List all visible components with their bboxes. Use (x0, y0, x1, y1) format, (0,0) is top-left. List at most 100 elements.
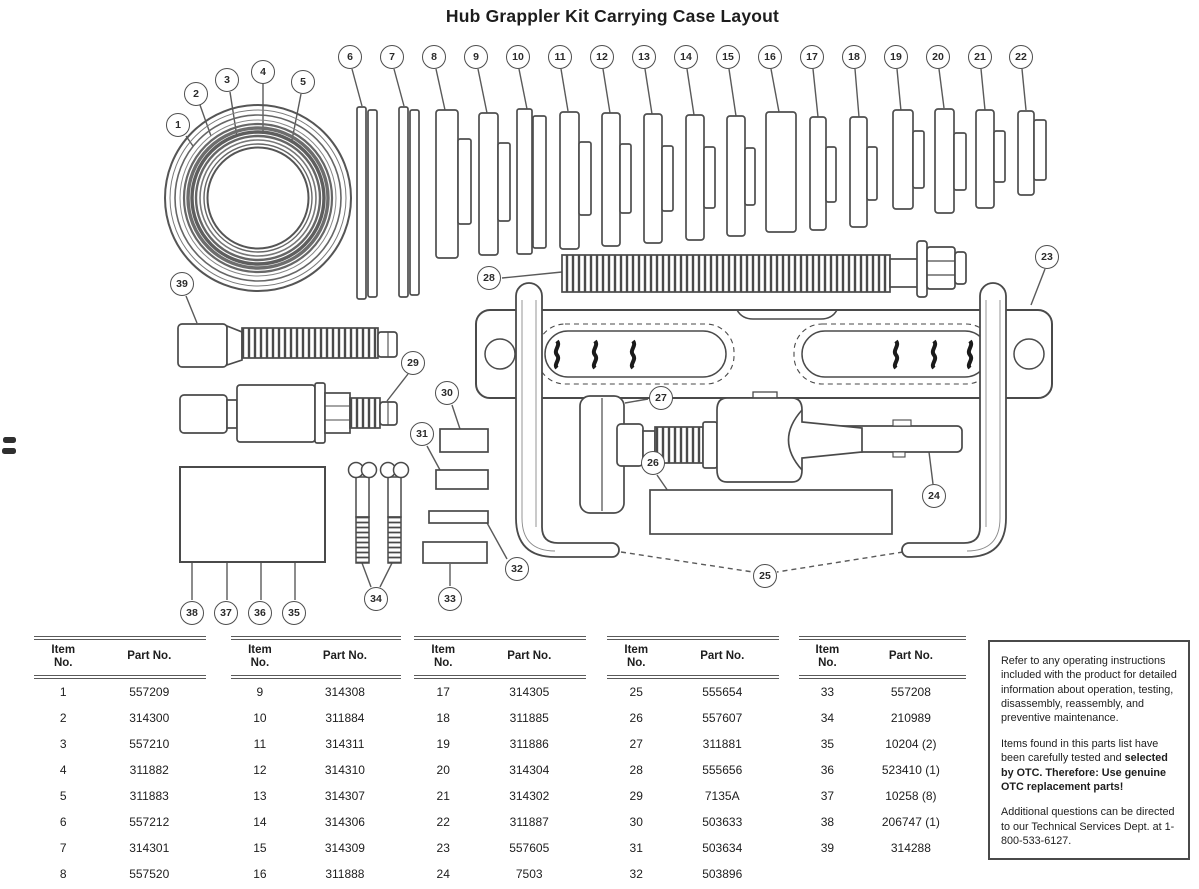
balloon-12: 12 (590, 45, 614, 69)
balloon-15: 15 (716, 45, 740, 69)
balloon-39: 39 (170, 272, 194, 296)
balloon-3: 3 (215, 68, 239, 92)
tray-slot-right (793, 323, 995, 385)
balloon-37: 37 (214, 601, 238, 625)
disc-20 (934, 108, 967, 214)
disc-22 (1017, 110, 1047, 196)
balloon-9: 9 (464, 45, 488, 69)
equals-mark (2, 437, 16, 454)
disc-11 (559, 111, 592, 250)
disc-9 (478, 112, 511, 256)
disc-17 (809, 116, 837, 231)
disc-13 (643, 113, 674, 244)
column-header: Item No. (34, 640, 93, 679)
balloon-33: 33 (438, 587, 462, 611)
column-header: Part No. (665, 640, 779, 679)
balloon-1: 1 (166, 113, 190, 137)
disc-10 (516, 108, 547, 255)
balloon-27: 27 (649, 386, 673, 410)
balloon-6: 6 (338, 45, 362, 69)
storage-box (179, 466, 326, 563)
bolt-2 (379, 461, 410, 564)
balloon-11: 11 (548, 45, 572, 69)
disc-21 (975, 109, 1006, 209)
disc-18 (849, 116, 878, 228)
balloon-13: 13 (632, 45, 656, 69)
balloon-38: 38 (180, 601, 204, 625)
notice-paragraph-2: Items found in this parts list have been… (1001, 737, 1168, 793)
diagram-line-art (2, 68, 1053, 600)
balloon-36: 36 (248, 601, 272, 625)
balloon-34: 34 (364, 587, 388, 611)
column-header: Item No. (414, 640, 473, 679)
balloon-2: 2 (184, 82, 208, 106)
balloon-22: 22 (1009, 45, 1033, 69)
insert-33 (422, 541, 488, 564)
disc-15 (726, 115, 756, 237)
notice-box: Refer to any operating instructions incl… (988, 640, 1190, 861)
disc-12 (601, 112, 632, 247)
balloon-30: 30 (435, 381, 459, 405)
balloon-24: 24 (922, 484, 946, 508)
balloon-16: 16 (758, 45, 782, 69)
bolt-1 (347, 461, 378, 564)
column-header: Part No. (855, 640, 966, 679)
balloon-26: 26 (641, 451, 665, 475)
balloon-20: 20 (926, 45, 950, 69)
balloon-17: 17 (800, 45, 824, 69)
notice-paragraph-3: Additional questions can be directed to … (1001, 806, 1175, 847)
balloon-31: 31 (410, 422, 434, 446)
hub-ring-assembly (164, 104, 352, 292)
balloon-10: 10 (506, 45, 530, 69)
adapter-discs-row (356, 106, 1047, 300)
column-header: Item No. (799, 640, 856, 679)
disc-19 (892, 109, 925, 210)
balloon-25: 25 (753, 564, 777, 588)
balloon-28: 28 (477, 266, 501, 290)
tray-slot-left (536, 323, 735, 385)
drive-screw (177, 323, 398, 368)
insert-30 (439, 428, 489, 453)
balloon-23: 23 (1035, 245, 1059, 269)
balloon-7: 7 (380, 45, 404, 69)
page-title: Hub Grappler Kit Carrying Case Layout (445, 6, 780, 26)
column-header: Part No. (288, 640, 401, 679)
small-inserts (422, 428, 489, 564)
insert-32 (428, 510, 489, 524)
adapter-assembly (179, 382, 398, 444)
carrying-case-tray (475, 309, 1053, 400)
balloon-14: 14 (674, 45, 698, 69)
column-header: Item No. (231, 640, 289, 679)
